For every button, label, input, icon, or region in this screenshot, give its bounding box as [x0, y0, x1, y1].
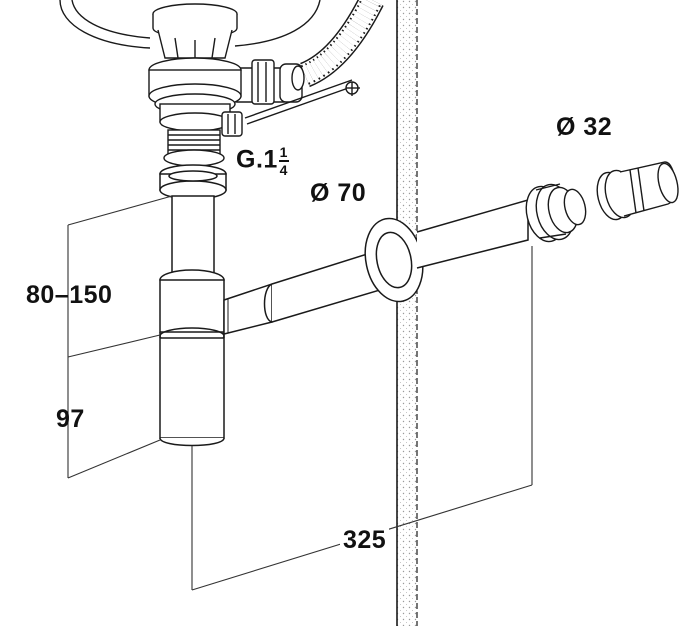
height-adjust-label: 80–150 [26, 281, 113, 309]
overflow-connector [232, 59, 360, 125]
height-fixed-label: 97 [56, 405, 85, 433]
diameter-70-label: Ø 70 [310, 179, 367, 207]
wall [396, 0, 418, 626]
thread-main: G.1 [236, 145, 278, 174]
length-total-label: 325 [340, 528, 390, 553]
thread-denominator: 4 [279, 162, 288, 178]
outlet-pipe [223, 199, 529, 335]
basin [59, 0, 321, 49]
compression-fitting [525, 161, 679, 243]
popup-waste [148, 3, 243, 167]
dimension-lines [67, 195, 533, 591]
thread-numerator: 1 [279, 144, 288, 160]
diameter-32-label: Ø 32 [556, 113, 613, 141]
flexible-hose [299, 0, 384, 88]
bottle-trap [159, 164, 227, 447]
